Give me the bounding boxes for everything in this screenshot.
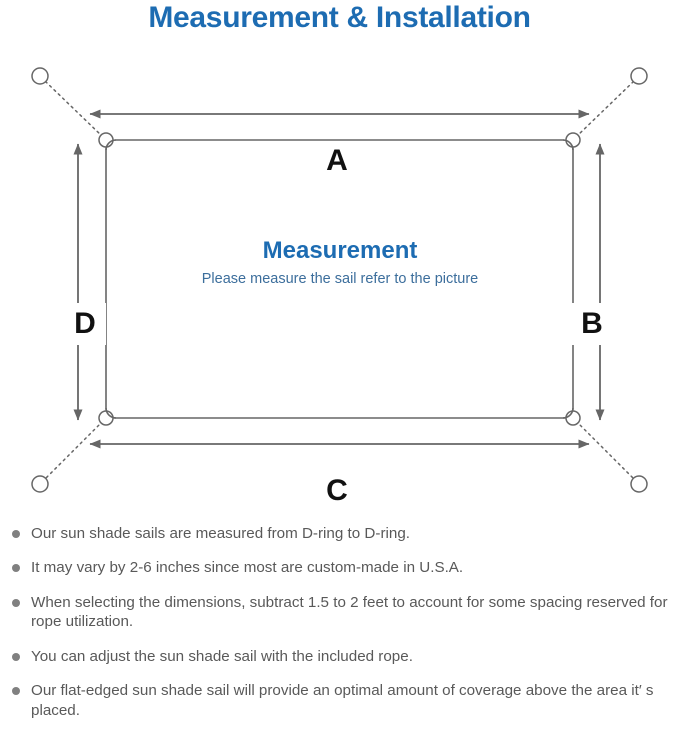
list-item: When selecting the dimensions, subtract … [0, 593, 679, 632]
notes-list: Our sun shade sails are measured from D-… [0, 524, 679, 720]
sail-corner-top-left [105, 139, 117, 151]
rope-line-top-left [45, 81, 104, 138]
note-text: When selecting the dimensions, subtract … [31, 593, 668, 631]
note-text: Our sun shade sails are measured from D-… [31, 525, 410, 542]
sail-corner-top-right [562, 139, 574, 151]
note-text: Our flat-edged sun shade sail will provi… [31, 682, 654, 719]
bullet-icon [12, 598, 20, 607]
d-ring-top-left-icon [98, 132, 114, 148]
note-text: It may vary by 2-6 inches since most are… [31, 559, 464, 577]
rope-line-bottom-left [45, 420, 104, 479]
list-item: You can adjust the sun shade sail with t… [0, 647, 679, 666]
page-title: Measurement & Installation [148, 1, 531, 34]
sail-corner-bottom-left [105, 407, 117, 419]
dimension-label-c: C [313, 473, 361, 509]
bullet-icon [12, 687, 20, 696]
d-ring-bottom-right-icon [565, 410, 581, 426]
sail-corner-bottom-right [562, 407, 574, 419]
dimension-label-b: B [571, 303, 613, 345]
measurement-diagram: Measurement Please measure the sail refe… [0, 48, 679, 510]
anchor-top-left-icon [31, 67, 49, 85]
anchor-bottom-right-icon [630, 475, 648, 493]
list-item: Our flat-edged sun shade sail will provi… [0, 681, 679, 720]
d-ring-top-right-icon [565, 132, 581, 148]
bullet-icon [12, 564, 20, 573]
anchor-top-right-icon [630, 67, 648, 85]
anchor-bottom-left-icon [31, 475, 49, 493]
sail-body [105, 139, 574, 419]
list-item: Our sun shade sails are measured from D-… [0, 524, 679, 543]
bullet-icon [12, 530, 20, 538]
dimension-label-d: D [64, 303, 106, 345]
bullet-icon [12, 652, 20, 661]
diagram-canvas [31, 67, 648, 493]
rope-line-top-right [575, 81, 634, 138]
note-text: You can adjust the sun shade sail with t… [31, 647, 413, 665]
list-item: It may vary by 2-6 inches since most are… [0, 558, 679, 577]
rope-line-bottom-right [575, 420, 634, 479]
dimension-label-a: A [313, 143, 361, 179]
d-ring-bottom-left-icon [98, 410, 114, 426]
